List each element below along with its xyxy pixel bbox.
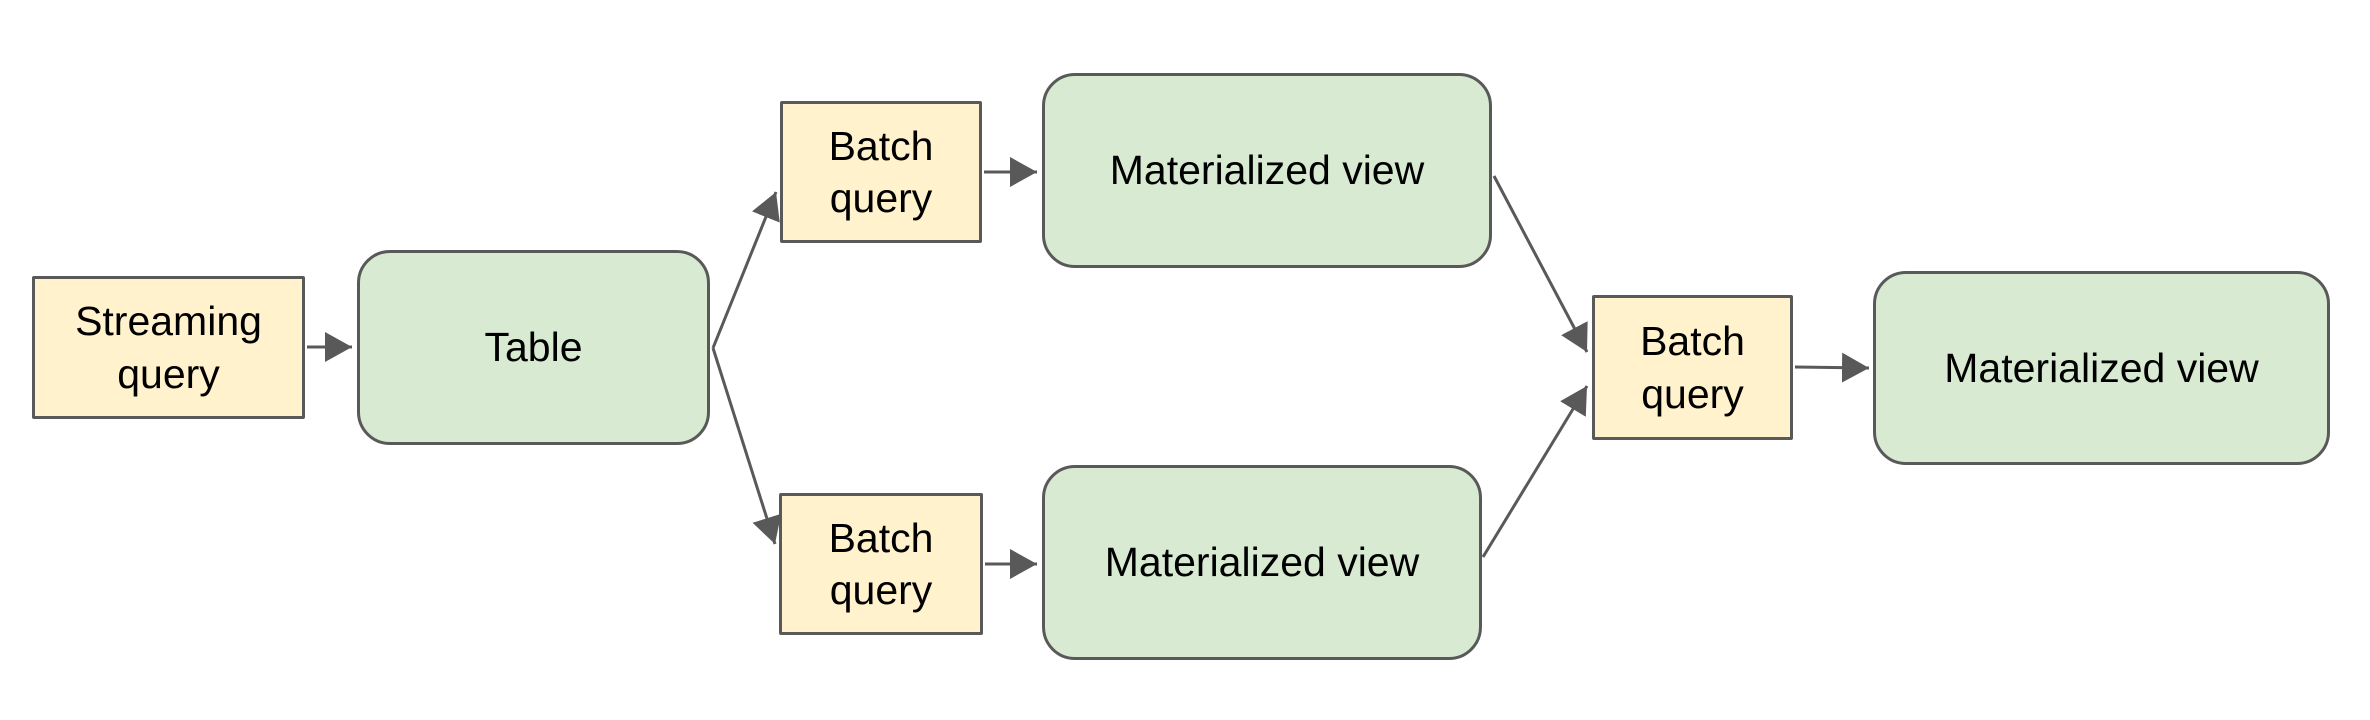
node-table: Table	[357, 250, 710, 445]
node-materialized-view-bottom: Materialized view	[1042, 465, 1482, 660]
node-batch-query-bottom: Batch query	[779, 493, 983, 635]
edge-materialized-view-bottom-to-batch-query-right	[1481, 385, 1589, 558]
node-label: Materialized view	[1104, 539, 1420, 586]
edge-table-to-batch-query-top	[711, 191, 780, 349]
edge-group	[307, 157, 1870, 579]
node-materialized-view-top: Materialized view	[1042, 73, 1492, 268]
edge-materialized-view-top-to-batch-query-right	[1492, 175, 1589, 353]
node-label: Batch query	[828, 122, 934, 221]
node-batch-query-right: Batch query	[1592, 295, 1793, 440]
node-batch-query-top: Batch query	[780, 101, 982, 243]
node-label: Table	[484, 324, 583, 371]
node-label: Streaming query	[75, 298, 262, 397]
edge-table-to-batch-query-bottom	[711, 347, 782, 545]
node-label: Materialized view	[1944, 344, 2259, 391]
node-materialized-view-right: Materialized view	[1873, 271, 2330, 465]
edge-batch-query-right-to-materialized-view-right	[1794, 352, 1870, 383]
node-label: Materialized view	[1109, 147, 1425, 194]
node-label: Batch query	[828, 514, 934, 613]
node-streaming-query: Streaming query	[32, 276, 305, 419]
node-label: Batch query	[1640, 318, 1745, 417]
